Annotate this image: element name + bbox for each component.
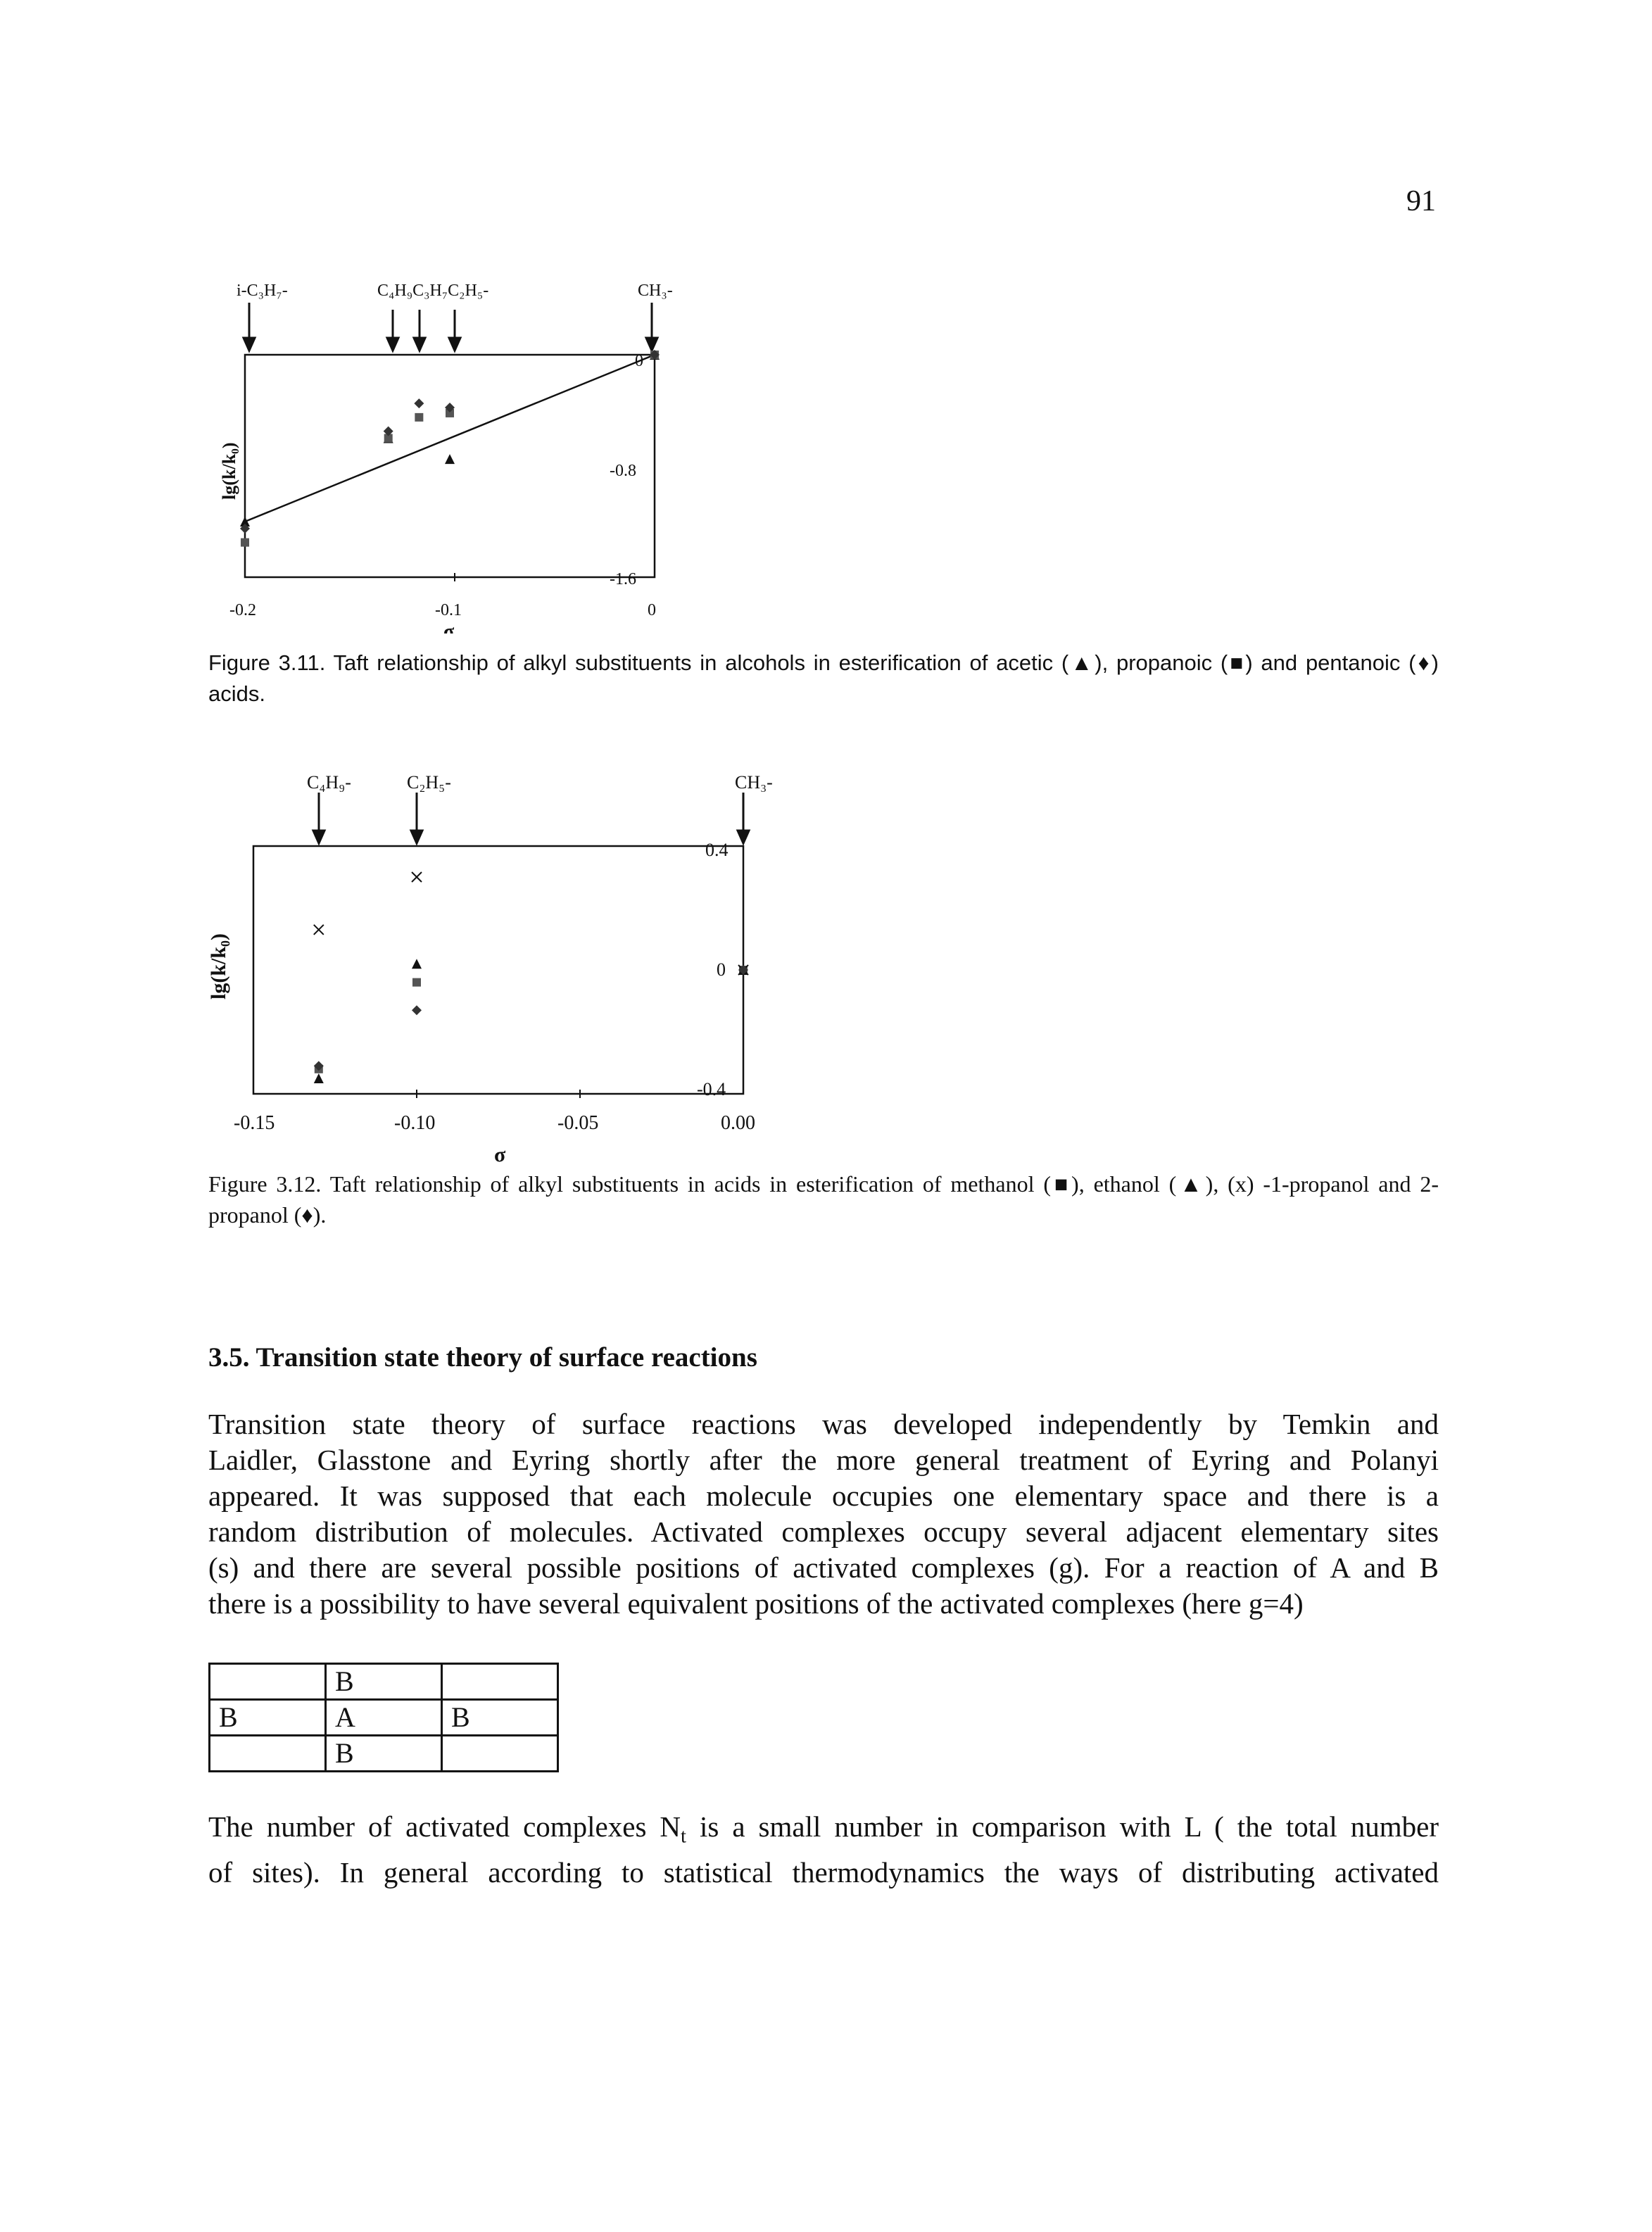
data-point-diamond [650,350,660,360]
fig2-xtick: -0.05 [557,1112,598,1134]
fig2-arrow-icon [311,829,327,846]
data-point-diamond [383,426,393,436]
data-point-diamond [414,398,424,409]
fig2-top-labels: C₄H₉- C₂H₅- CH₃- [307,772,773,793]
fig1-ytick: -0.8 [610,462,636,480]
paragraph-line: random distribution of molecules. Activa… [208,1515,1439,1548]
fig1-arrow-icon [447,336,462,353]
grid-cell [441,1663,559,1701]
data-point-triangle [240,517,250,527]
fig1-ylabel: lg(k/k₀) [219,443,239,500]
data-point-diamond [313,1061,324,1071]
paragraph-line: The number of activated complexes Nt is … [208,1809,1439,1855]
figure-3-12-caption: Figure 3.12. Taft relationship of alkyl … [208,1171,1439,1228]
fig2-data-marks [313,871,749,1083]
fig2-arrow-icon [409,829,424,846]
fig1-arrow-icon [241,336,257,353]
grid-cell: B [441,1698,559,1736]
fig2-plot-frame [252,845,745,1095]
grid-cell: A [324,1698,443,1736]
grid-cell: B [208,1698,327,1736]
figure-3-11-chart: i-C₃H₇- C₄H₉C₃H₇C₂H₅- CH₃- 0 -0.8 -1.6 -… [219,282,673,633]
data-point-x [313,924,324,935]
fig1-plot-frame [244,353,656,579]
fig2-ytick: 0.4 [705,840,729,860]
fig1-fit-line [244,353,655,523]
paragraph-2: The number of activated complexes Nt is … [208,1809,1439,1891]
fig1-ytick: -1.6 [610,570,636,588]
data-point-triangle [412,959,422,969]
fig2-top-label-ch3: CH₃- [735,772,773,793]
fig2-top-label-c4h9: C₄H₉- [307,772,351,793]
fig1-arrow-icon [385,336,401,353]
fig2-ylabel: lg(k/k₀) [208,933,230,1000]
subscript-t: t [681,1824,686,1848]
paragraph-line: there is a possibility to have several e… [208,1587,1304,1620]
fig2-arrow-icon [736,829,751,846]
fig1-xtick: -0.1 [435,601,462,619]
grid-cell: B [324,1663,443,1701]
fig1-ytick: 0 [635,352,643,370]
paragraph-text: is a small number in comparison with L (… [686,1810,1439,1843]
fig1-top-label-ch3: CH₃- [638,282,673,300]
paragraph-text: The number of activated complexes N [208,1810,681,1843]
fig2-xtick: -0.10 [394,1112,435,1134]
grid-cell [208,1663,327,1701]
fig1-xtick: -0.2 [229,601,256,619]
page-number: 91 [1406,185,1436,217]
fig2-xtick: -0.15 [234,1112,275,1134]
fig2-ytick: -0.4 [697,1079,726,1099]
data-point-square [241,538,249,547]
site-grid: B B A B B [208,1663,559,1772]
data-point-square [415,412,424,422]
grid-cell [208,1734,327,1772]
fig1-xlabel: σ [443,621,455,633]
data-point-diamond [445,403,455,413]
paragraph-line: (s) and there are several possible posit… [208,1551,1439,1584]
fig1-arrow-icon [644,336,660,353]
paragraph-line: of sites). In general according to stati… [208,1855,1439,1889]
figure-3-11-caption: Figure 3.11. Taft relationship of alkyl … [208,650,1439,706]
data-point-diamond [738,965,748,975]
fig1-arrows [241,303,660,353]
fig2-xtick: 0.00 [721,1112,755,1134]
paragraph-line: Laidler, Glasstone and Eyring shortly af… [208,1444,1439,1476]
paragraph-1: Transition state theory of surface react… [208,1406,1439,1622]
grid-cell [441,1734,559,1772]
paragraph-line: appeared. It was supposed that each mole… [208,1480,1439,1512]
fig1-top-label-ic3h7: i-C₃H₇- [237,282,288,300]
data-point-diamond [412,1005,422,1016]
grid-cell: B [324,1734,443,1772]
fig2-ytick: 0 [717,959,726,980]
fig2-xlabel: σ [494,1143,506,1166]
data-point-triangle [445,454,455,465]
fig1-xticks: -0.2 -0.1 0 [229,601,656,619]
fig1-top-label-c4h9c3h7c2h5: C₄H₉C₃H₇C₂H₅- [377,282,488,300]
fig2-xticks: -0.15 -0.10 -0.05 0.00 [234,1112,755,1134]
fig1-top-labels: i-C₃H₇- C₄H₉C₃H₇C₂H₅- CH₃- [237,282,673,300]
data-point-square [384,434,393,443]
fig1-arrow-icon [412,336,427,353]
figure-3-12-chart: C₄H₉- C₂H₅- CH₃- 0.4 0 -0.4 -0.15 -0.10 … [208,772,773,1166]
fig2-top-label-c2h5: C₂H₅- [407,772,451,793]
data-point-triangle [313,1073,324,1083]
section-heading: 3.5. Transition state theory of surface … [208,1342,757,1373]
fig1-yticks: 0 -0.8 -1.6 [610,352,643,588]
data-point-square [412,978,421,987]
paragraph-line: Transition state theory of surface react… [208,1408,1439,1440]
fig2-yticks: 0.4 0 -0.4 [697,840,729,1099]
data-point-x [411,871,422,883]
fig1-xtick: 0 [648,601,656,619]
data-point-square [446,408,454,417]
data-point-diamond [240,523,250,534]
fig1-data-marks [240,350,660,547]
